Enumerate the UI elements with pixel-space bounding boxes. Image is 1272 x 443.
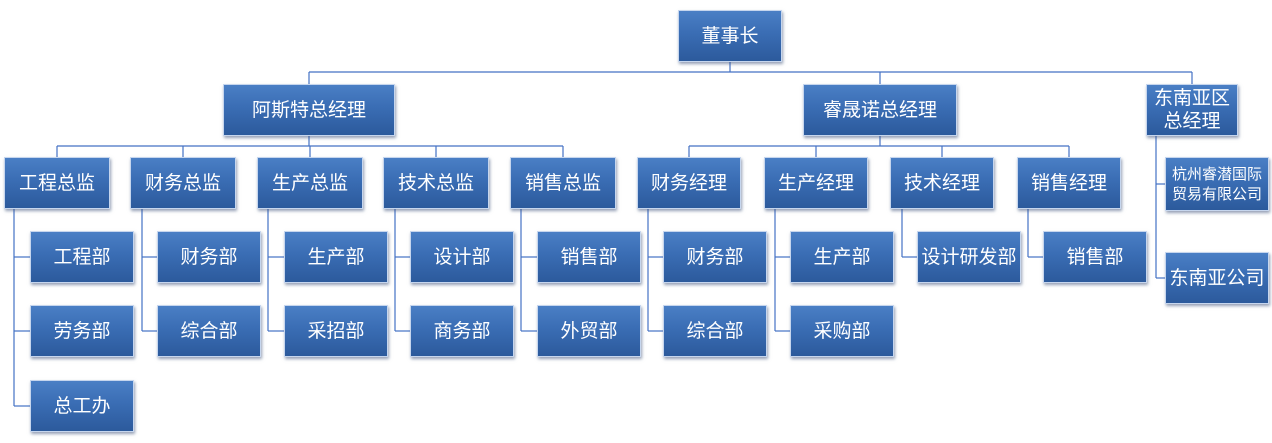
dept-box-labor: 劳务部 (30, 305, 134, 357)
gm-box-aste: 阿斯特总经理 (223, 84, 395, 136)
chairman-box: 董事长 (678, 10, 782, 62)
director-box-technology: 技术总监 (383, 157, 489, 209)
dept-box-purchasing: 采购部 (790, 305, 894, 357)
director-box-finance: 财务总监 (130, 157, 236, 209)
director-box-engineering: 工程总监 (4, 157, 110, 209)
dept-box-chief-engineer-office: 总工办 (30, 380, 134, 432)
dept-box-design-rnd: 设计研发部 (917, 231, 1021, 283)
director-box-sales: 销售总监 (510, 157, 616, 209)
dept-box-engineering: 工程部 (30, 231, 134, 283)
dept-box-general-affairs-2: 综合部 (663, 305, 767, 357)
manager-box-technology: 技术经理 (890, 157, 994, 209)
gm-box-southeast-asia: 东南亚区 总经理 (1146, 84, 1238, 136)
dept-box-sales-2: 销售部 (1043, 231, 1147, 283)
manager-box-finance: 财务经理 (637, 157, 741, 209)
dept-box-production: 生产部 (284, 231, 388, 283)
company-box-southeast-asia: 东南亚公司 (1165, 252, 1269, 304)
director-box-production: 生产总监 (257, 157, 363, 209)
dept-box-production-2: 生产部 (790, 231, 894, 283)
manager-box-production: 生产经理 (764, 157, 868, 209)
dept-box-sales: 销售部 (537, 231, 641, 283)
dept-box-procurement-bidding: 采招部 (284, 305, 388, 357)
manager-box-sales: 销售经理 (1017, 157, 1121, 209)
company-box-hangzhou-ruiqian: 杭州睿潜国际 贸易有限公司 (1165, 157, 1269, 211)
dept-box-finance-2: 财务部 (663, 231, 767, 283)
dept-box-finance: 财务部 (157, 231, 261, 283)
gm-box-ruishengnuo: 睿晟诺总经理 (803, 84, 957, 136)
dept-box-general-affairs: 综合部 (157, 305, 261, 357)
dept-box-design: 设计部 (410, 231, 514, 283)
dept-box-foreign-trade: 外贸部 (537, 305, 641, 357)
dept-box-commerce: 商务部 (410, 305, 514, 357)
